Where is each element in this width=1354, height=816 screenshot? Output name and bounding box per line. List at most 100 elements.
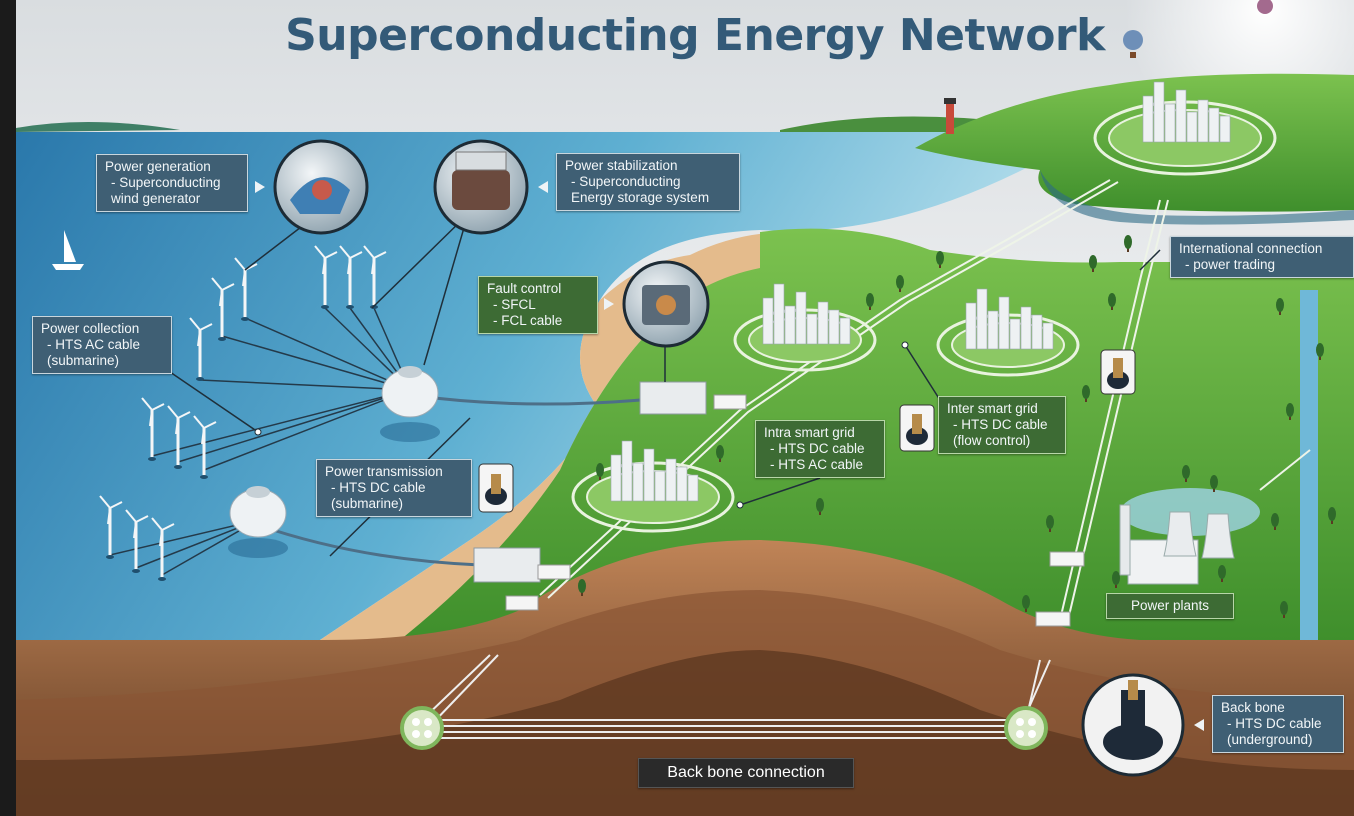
tree-icon [866,293,874,310]
power-generation-line: - Superconducting [111,175,221,190]
island-shore [1040,170,1354,225]
city-icon [1093,81,1277,176]
city-icon [571,440,735,533]
international-connection-line: - power trading [1185,257,1276,272]
inter-smart-grid-line: (flow control) [953,433,1031,448]
wind-turbine-icon [167,405,191,469]
wind-turbine-icon [99,495,123,559]
power-generation-title: Power generation [105,159,211,174]
back-bone-connection-label: Back bone connection [638,758,854,788]
backbone-junction-right [1004,706,1048,750]
tree-icon [1328,507,1336,524]
lighthouse-icon [944,98,956,134]
tree-icon [1046,515,1054,532]
tree-icon [1112,571,1120,588]
wind-turbine-icon [151,517,175,581]
cable-icon [1100,349,1136,395]
wind-turbine-icon [211,277,235,341]
inter-smart-grid-line: - HTS DC cable [953,417,1048,432]
smart-grid-cities [571,81,1277,533]
tree-icon [1210,475,1218,492]
wind-turbine-icon [189,317,213,381]
inter-smart-grid-title: Inter smart grid [947,401,1038,416]
offshore-substation-1 [380,366,440,442]
wind-generator-detail-circle [273,139,369,235]
cable-icon [899,404,935,452]
arrow-left-icon [1194,719,1204,731]
city-icon [936,288,1080,377]
tree-icon [936,251,944,268]
fault-control-label: Fault control - SFCL - FCL cable [478,276,598,334]
wind-turbine-icon [193,415,217,479]
tree-icon [578,579,586,596]
power-transmission-label: Power transmission - HTS DC cable (subma… [316,459,472,517]
inter-smart-grid-label: Inter smart grid - HTS DC cable (flow co… [938,396,1066,454]
power-generation-label: Power generation - Superconducting wind … [96,154,248,212]
wind-turbine-icon [314,245,338,309]
wind-turbine-icon [363,245,387,309]
sailboat-icon [52,230,84,270]
tree-icon [896,275,904,292]
arrow-right-icon [604,298,614,310]
tree-icon [1286,403,1294,420]
tree-icon [1218,565,1226,582]
river [1300,290,1318,648]
tree-icon [816,498,824,515]
intra-smart-grid-title: Intra smart grid [764,425,855,440]
tree-icon [1082,385,1090,402]
arrow-right-icon [255,181,265,193]
back-bone-title: Back bone [1221,700,1285,715]
fault-control-line: - SFCL [493,297,536,312]
tree-icon [1271,513,1279,530]
power-collection-title: Power collection [41,321,140,336]
back-bone-connection-title: Back bone connection [667,764,825,781]
power-transmission-line: (submarine) [331,496,404,511]
power-generation-line: wind generator [111,191,201,206]
back-bone-label: Back bone - HTS DC cable (underground) [1212,695,1344,753]
tree-icon [1316,343,1324,360]
shore-substation-1 [639,381,747,415]
power-stabilization-label: Power stabilization - Superconducting En… [556,153,740,211]
tree-icon [1124,235,1132,252]
power-stabilization-line: - Superconducting [571,174,681,189]
power-plant [1035,488,1260,627]
power-transmission-line: - HTS DC cable [331,480,426,495]
wind-turbine-icon [234,257,258,321]
wind-turbine-icon [339,245,363,309]
backbone-junction-left [400,706,444,750]
power-plants-label: Power plants [1106,593,1234,619]
intra-smart-grid-line: - HTS AC cable [770,457,864,472]
power-plants-title: Power plants [1130,598,1210,613]
power-stabilization-line: Energy storage system [571,190,710,205]
fault-control-title: Fault control [487,281,562,296]
tree-icon [1276,298,1284,315]
arrow-left-icon [538,181,548,193]
power-collection-line: - HTS AC cable [47,337,141,352]
far-hill-left [16,121,180,132]
tree-icon [1089,255,1097,272]
backbone-cable-detail-circle [1081,673,1185,777]
power-stabilization-title: Power stabilization [565,158,678,173]
international-connection-label: International connection - power trading [1170,236,1354,278]
tree-icon [1280,601,1288,618]
power-transmission-title: Power transmission [325,464,443,479]
callout-dots [254,341,909,509]
tree-icon [1182,465,1190,482]
fault-control-line: - FCL cable [493,313,563,328]
back-bone-line: (underground) [1227,732,1313,747]
power-collection-label: Power collection - HTS AC cable (submari… [32,316,172,374]
wind-turbine-icon [125,509,149,573]
diagram-title: Superconducting Energy Network [285,10,1105,61]
left-frame [0,0,16,816]
wind-turbine-icon [141,397,165,461]
back-bone-line: - HTS DC cable [1227,716,1322,731]
wind-turbines [99,245,387,581]
tree-icon [1108,293,1116,310]
shore-substation-2 [473,547,571,611]
tree-icon [716,445,724,462]
city-icon [733,283,877,372]
hot-air-balloon-icon [1123,30,1143,58]
power-collection-line: (submarine) [47,353,120,368]
intra-smart-grid-label: Intra smart grid - HTS DC cable - HTS AC… [755,420,885,478]
